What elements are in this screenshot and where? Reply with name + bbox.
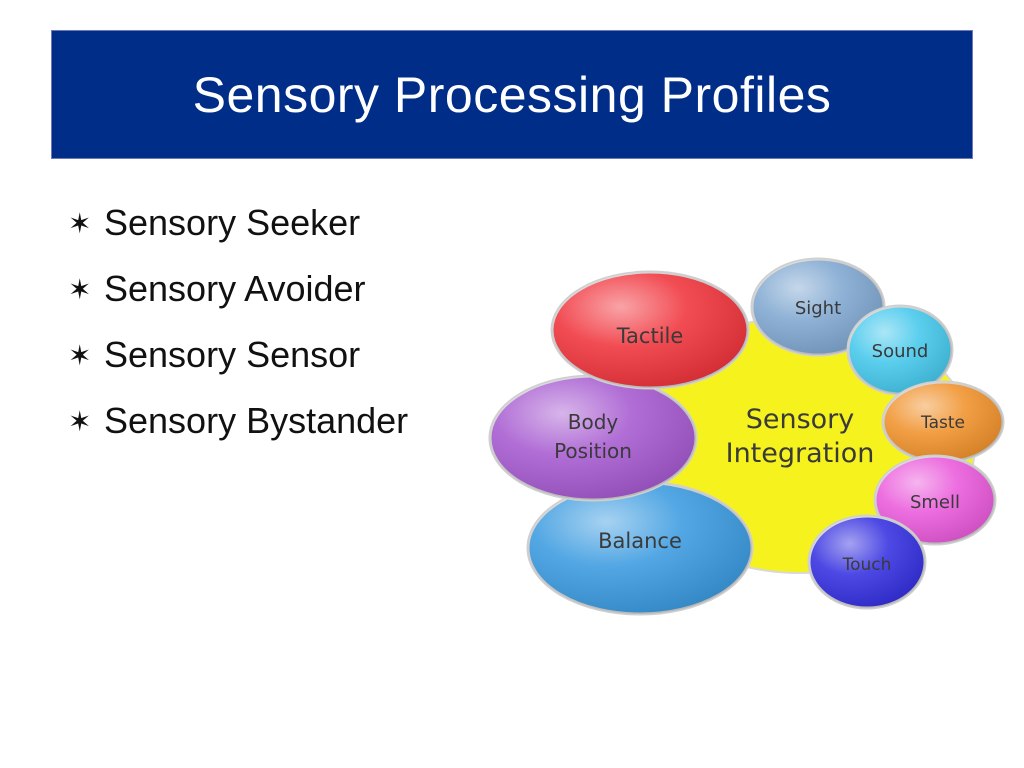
bubble-balance: Balance (526, 480, 754, 616)
bubble-label: Taste (920, 413, 965, 433)
bubble-label: Sound (872, 341, 929, 362)
bullet-list: ✶ Sensory Seeker ✶ Sensory Avoider ✶ Sen… (68, 190, 408, 454)
bullet-item: ✶ Sensory Seeker (68, 190, 408, 256)
bullet-item: ✶ Sensory Avoider (68, 256, 408, 322)
bubble-label: Balance (598, 529, 682, 553)
bullet-text: Sensory Avoider (104, 268, 366, 309)
bubble-smell: Smell (873, 454, 997, 546)
star-bullet-icon: ✶ (68, 339, 92, 371)
bubble-taste: Taste (881, 380, 1005, 464)
star-bullet-icon: ✶ (68, 207, 92, 239)
title-bar: Sensory Processing Profiles (51, 30, 973, 159)
bubble-label: Smell (910, 492, 960, 513)
bubble-tactile: Tactile (550, 270, 750, 390)
bubble-label: Touch (842, 555, 892, 575)
sensory-integration-diagram: Sensory Integration Sight Sound Taste Sm… (480, 250, 1015, 630)
diagram-svg: Sensory Integration Sight Sound Taste Sm… (488, 257, 1005, 616)
bubble-touch: Touch (807, 514, 927, 610)
bullet-text: Sensory Sensor (104, 334, 361, 375)
star-bullet-icon: ✶ (68, 405, 92, 437)
bullet-item: ✶ Sensory Sensor (68, 322, 408, 388)
center-label-line2: Integration (726, 438, 875, 469)
bubble-label-line1: Body (568, 410, 619, 434)
bullet-text: Sensory Bystander (104, 400, 409, 441)
bullet-text: Sensory Seeker (104, 202, 361, 243)
slide-title: Sensory Processing Profiles (192, 66, 832, 123)
center-label-line1: Sensory (746, 404, 855, 435)
bubble-label-line2: Position (554, 439, 632, 463)
bubble-body-position: Body Position (488, 374, 698, 502)
bubble-label: Tactile (616, 324, 684, 348)
bullet-item: ✶ Sensory Bystander (68, 388, 408, 454)
bubble-label: Sight (795, 298, 841, 319)
bubble-sound: Sound (846, 304, 954, 396)
star-bullet-icon: ✶ (68, 273, 92, 305)
